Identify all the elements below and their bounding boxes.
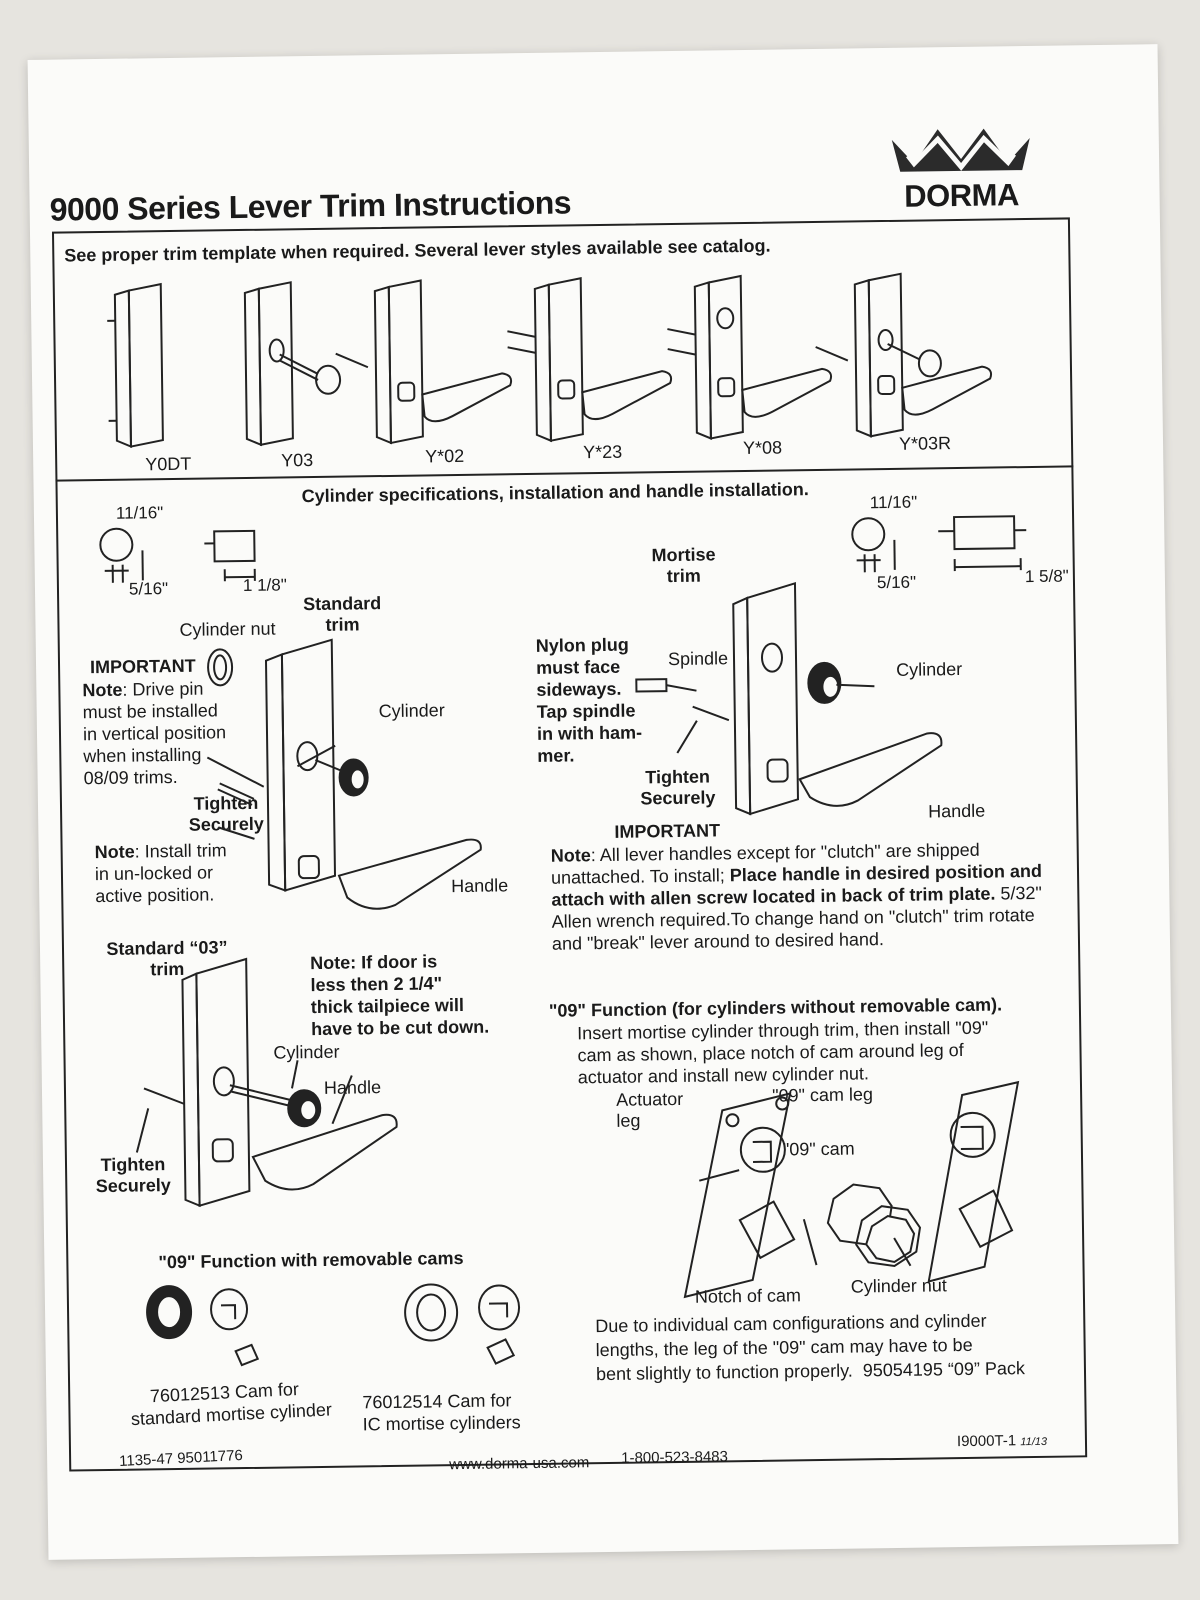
trim-y23 [507, 277, 673, 443]
standard-trim-illustration [206, 638, 482, 910]
footer-website: www.dorma-usa.com [449, 1454, 590, 1474]
trim-y03r [815, 272, 993, 438]
std-install-note: Note: Install trim in un-locked or activ… [94, 840, 227, 907]
fn09-fixed-illustration [683, 1080, 1020, 1299]
mortise-handle-note: Note: All lever handles except for "clut… [550, 839, 1043, 954]
trim-variants-illustration [107, 272, 993, 449]
std-cylinder-spec-icon [99, 527, 256, 583]
fn09-due-note: Due to individual cam configurations and… [595, 1310, 1026, 1385]
mortise-trim-illustration [635, 581, 943, 816]
trim-label-y0dt: Y0DT [145, 453, 192, 475]
trim-label-y03r: Y*03R [898, 433, 952, 454]
mortise-nylon-note: Nylon plug must face sideways. Tap spind… [535, 634, 643, 766]
page-title: 9000 Series Lever Trim Instructions [49, 184, 572, 228]
footer-doc-number: I9000T-1 11/13 [956, 1432, 1048, 1451]
crown-icon [891, 128, 1030, 172]
trim-y08 [667, 274, 833, 440]
brand-name: DORMA [904, 177, 1020, 214]
instruction-sheet: 9000 Series Lever Trim Instructions DORM… [27, 44, 1179, 1560]
trim-label-y03: Y03 [281, 450, 314, 471]
std-important-label: IMPORTANT [89, 655, 196, 678]
trim-label-y23: Y*23 [582, 441, 623, 463]
trim-label-y02: Y*02 [425, 445, 465, 467]
fn09-removable-illustration [146, 1283, 521, 1367]
trim-y03 [243, 281, 342, 447]
fn09-fixed-steps: Insert mortise cylinder through trim, th… [577, 1017, 989, 1088]
mortise-cylinder-spec-icon [851, 515, 1027, 573]
mortise-important-label: IMPORTANT [614, 820, 721, 842]
standard-03-trim-illustration [135, 957, 398, 1208]
trim-label-y08: Y*08 [742, 437, 783, 459]
cam-76012514-label: 76012514 Cam for IC mortise cylinders [362, 1390, 521, 1435]
std-drive-pin-note: Note: Drive pin must be installed in ver… [82, 678, 227, 789]
fn09-removable-heading: "09" Function with removable cams [158, 1247, 464, 1273]
trim-y02 [335, 279, 513, 445]
footer-phone: 1-800-523-8483 [621, 1448, 729, 1467]
trim-y0dt [107, 282, 164, 449]
fn09-pack-label: 95054195 “09” Pack [862, 1358, 1026, 1381]
dorma-logo: DORMA [881, 118, 1042, 215]
